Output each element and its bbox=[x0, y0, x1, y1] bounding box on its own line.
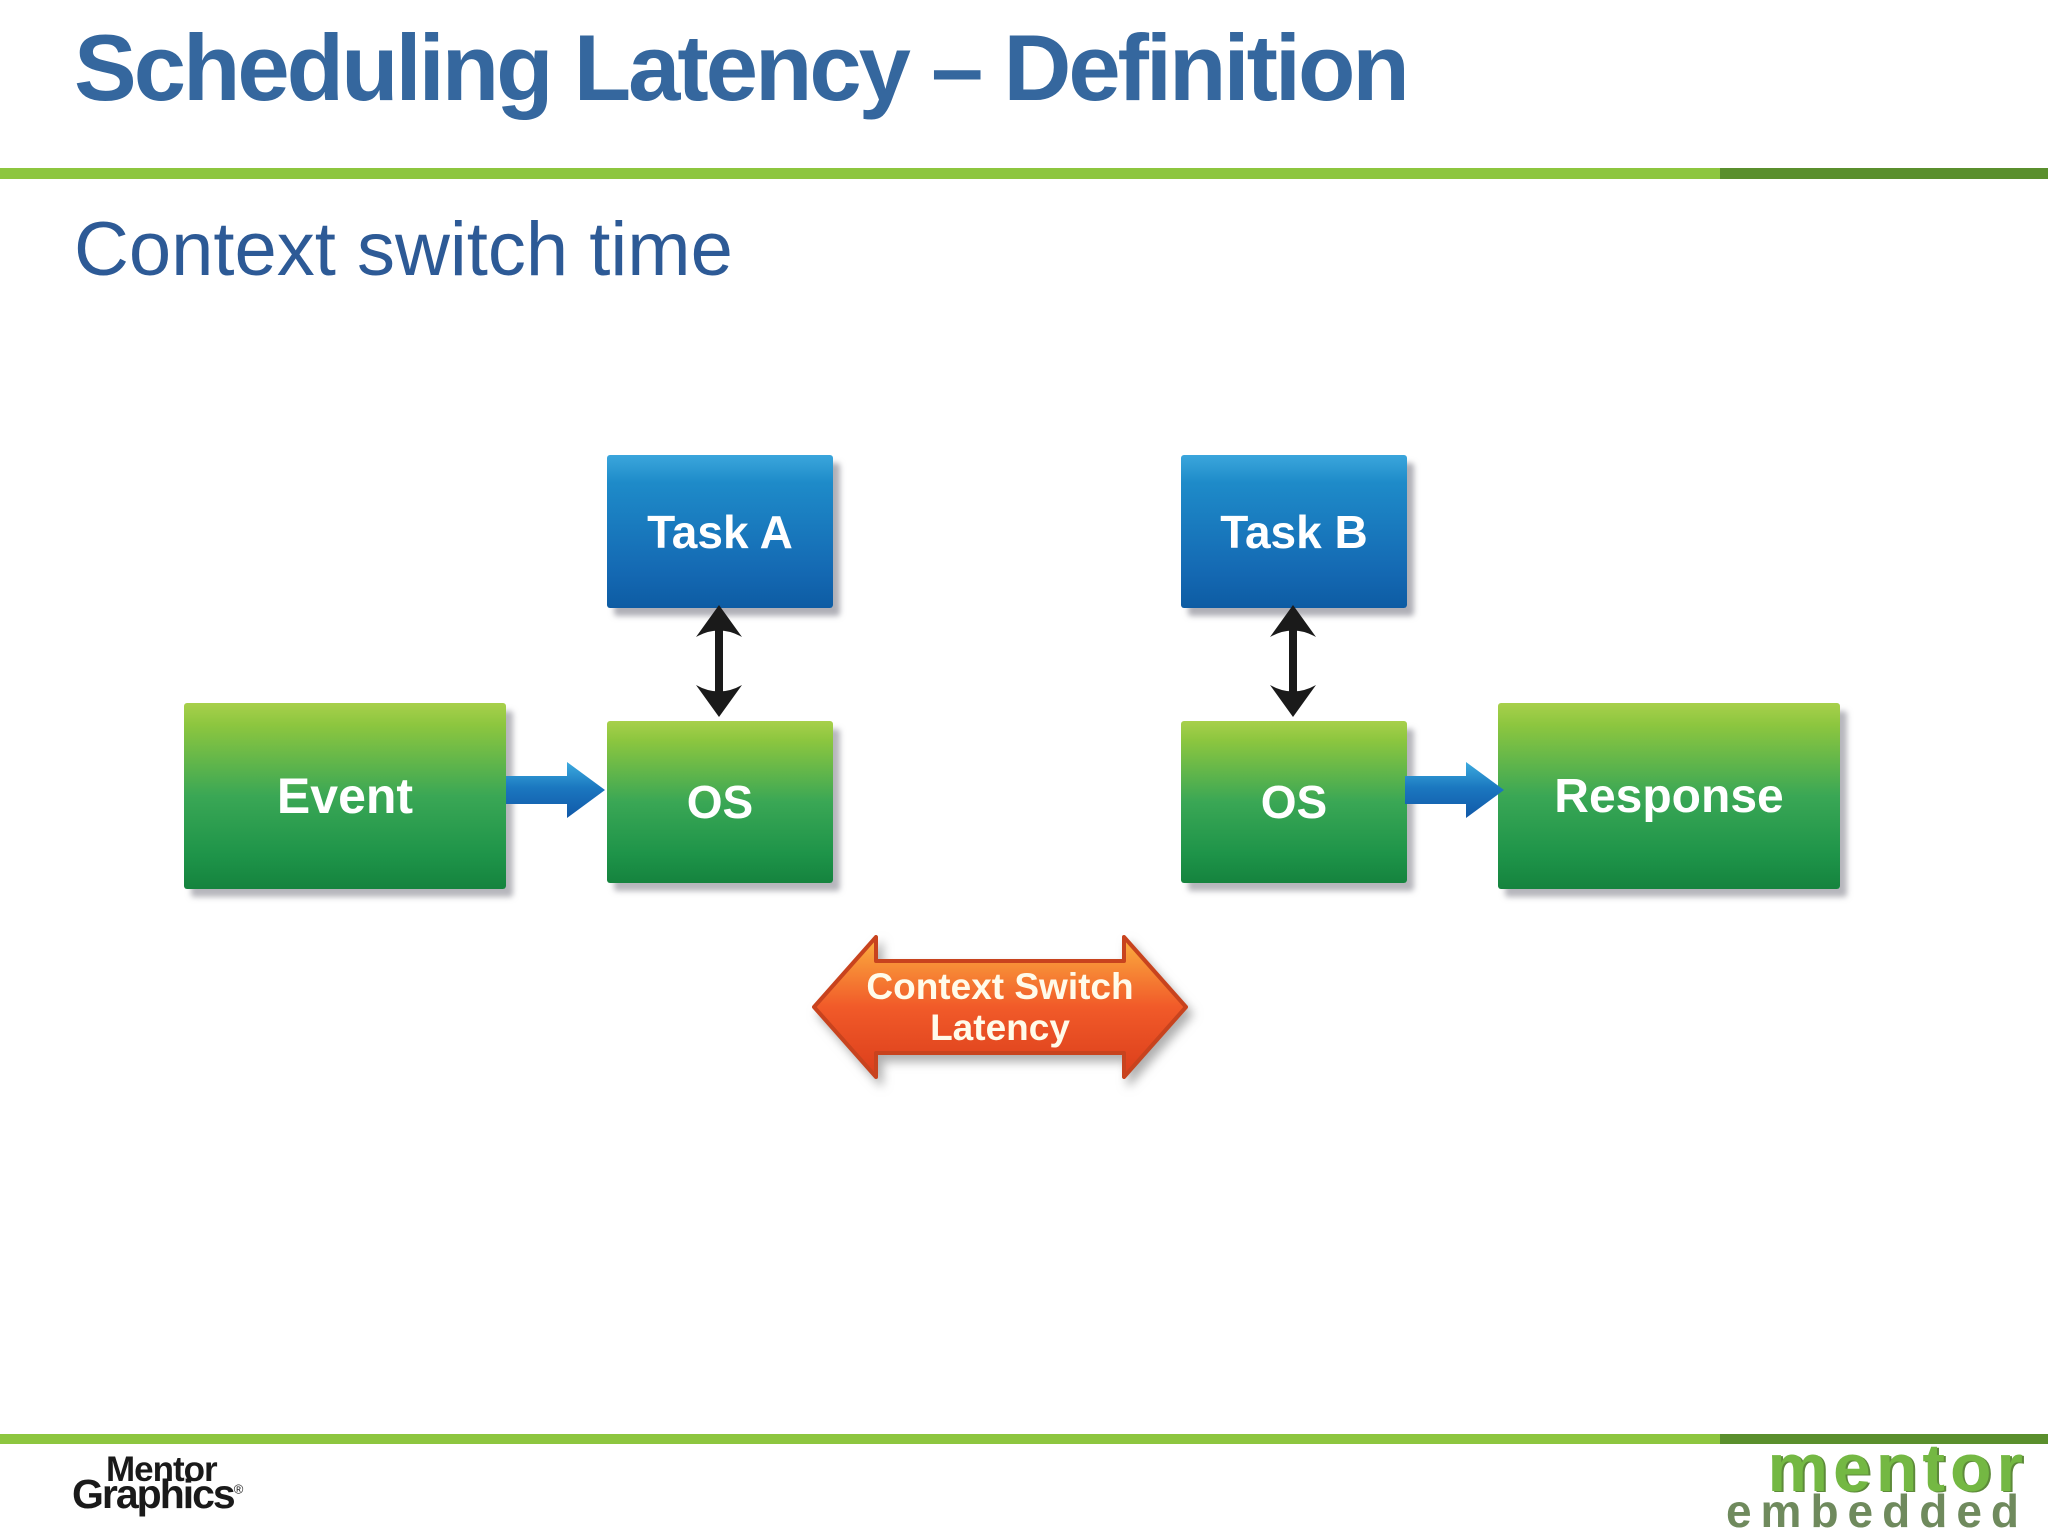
task-a-label: Task A bbox=[647, 505, 793, 558]
latency-double-arrow bbox=[812, 935, 1188, 1079]
right-arrow-icon bbox=[1405, 762, 1504, 818]
event-box: Event bbox=[184, 703, 506, 889]
task-b-box: Task B bbox=[1181, 455, 1407, 608]
response-label: Response bbox=[1554, 769, 1784, 823]
footer-divider-dark-segment bbox=[1720, 1434, 2048, 1444]
mentor-graphics-logo: Mentor Graphics® bbox=[72, 1450, 243, 1517]
right-arrow-icon bbox=[506, 762, 605, 818]
footer-divider-light-segment bbox=[0, 1434, 1720, 1444]
os-right-box: OS bbox=[1181, 721, 1407, 883]
event-label: Event bbox=[276, 768, 414, 824]
os-left-box: OS bbox=[607, 721, 833, 883]
response-box: Response bbox=[1498, 703, 1840, 889]
os-right-label: OS bbox=[1260, 776, 1328, 828]
header-divider-dark-segment bbox=[1720, 168, 2048, 179]
slide-subtitle: Context switch time bbox=[74, 207, 733, 292]
header-divider bbox=[0, 168, 2048, 179]
mentor-graphics-logo-line1: Mentor bbox=[106, 1450, 218, 1489]
os-left-label: OS bbox=[686, 776, 754, 828]
task-b-label: Task B bbox=[1220, 505, 1368, 558]
mentor-embedded-logo-line1: mentor bbox=[1767, 1430, 2028, 1506]
mentor-embedded-logo-line2: embedded bbox=[1725, 1484, 2028, 1536]
task-a-box: Task A bbox=[607, 455, 833, 608]
double-arrow-icon bbox=[1270, 605, 1316, 717]
mentor-embedded-logo: mentor embedded bbox=[1725, 1430, 2028, 1536]
footer-divider bbox=[0, 1434, 2048, 1444]
slide-title: Scheduling Latency – Definition bbox=[74, 15, 1410, 120]
registered-trademark-icon: ® bbox=[233, 1481, 243, 1497]
double-arrow-icon bbox=[696, 605, 742, 717]
header-divider-light-segment bbox=[0, 168, 1720, 179]
mentor-graphics-logo-line2: Graphics® bbox=[72, 1471, 243, 1517]
